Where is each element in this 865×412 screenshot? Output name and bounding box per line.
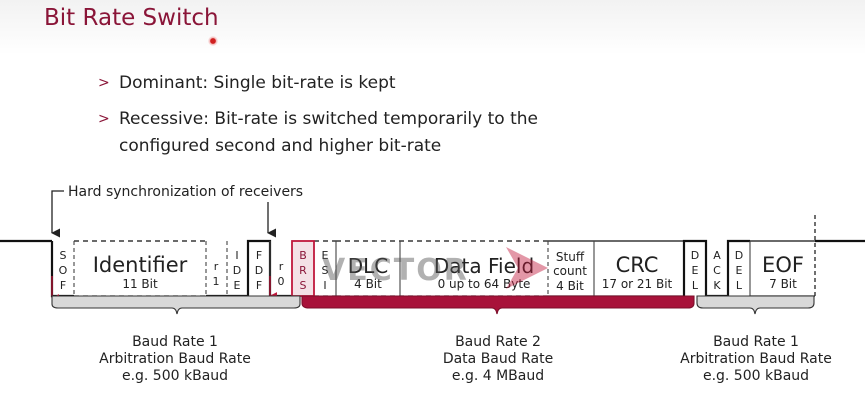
watermark-chevron-icon — [506, 247, 548, 289]
field-letter: S — [322, 264, 329, 277]
stuff-count-bits: 4 Bit — [556, 279, 584, 293]
bullet-recessive: > Recessive: Bit-rate is switched tempor… — [96, 106, 696, 160]
field-r0: r 0 — [278, 260, 285, 288]
field-r1: r 1 — [213, 260, 220, 288]
baud-group-3-line3: e.g. 500 kBaud — [703, 368, 809, 384]
dlc-bits: 4 Bit — [354, 277, 382, 291]
crc-bits: 17 or 21 Bit — [602, 277, 673, 291]
eof-bits: 7 Bit — [769, 277, 797, 291]
bullet-list: > Dominant: Single bit-rate is kept > Re… — [96, 70, 696, 169]
field-separators — [73, 241, 751, 296]
bullet-text: Dominant: Single bit-rate is kept — [119, 73, 396, 93]
dlc-name: DLC — [348, 254, 389, 278]
field-ack: A C K — [713, 249, 721, 292]
field-letter: D — [735, 249, 743, 262]
field-letter: 0 — [278, 275, 285, 288]
field-letter: I — [235, 249, 238, 262]
field-letter: O — [59, 264, 68, 277]
data-field-name: Data Field — [434, 254, 534, 278]
field-labels: S O F Identifier 11 Bit r 1 I D E F D F … — [59, 249, 804, 293]
baud-group-1-line1: Baud Rate 1 — [132, 334, 218, 350]
baud-group-2-line1: Baud Rate 2 — [455, 334, 541, 350]
field-letter: r — [214, 260, 219, 273]
bullet-text-line1: Recessive: Bit-rate is switched temporar… — [119, 109, 538, 129]
field-letter: D — [691, 249, 699, 262]
field-letter: D — [255, 264, 263, 277]
bullet-text-line2: configured second and higher bit-rate — [119, 136, 442, 156]
field-letter: L — [692, 279, 699, 292]
field-letter: E — [736, 264, 743, 277]
bullet-marker-icon: > — [98, 111, 110, 127]
field-letter: A — [713, 249, 721, 262]
field-del2: D E L — [735, 249, 743, 292]
field-letter: E — [322, 249, 329, 262]
data-field-bits: 0 up to 64 Byte — [438, 277, 531, 291]
bullet-marker-icon: > — [98, 75, 110, 91]
identifier-bits: 11 Bit — [122, 277, 158, 291]
brace-arbitration-2 — [696, 295, 815, 315]
watermark-text: VECTOR — [322, 253, 469, 288]
field-letter: S — [60, 249, 67, 262]
field-ide: I D E — [233, 249, 241, 292]
eof-name: EOF — [762, 253, 804, 277]
field-letter: L — [736, 279, 743, 292]
field-letter: B — [299, 249, 307, 262]
baud-group-2-line3: e.g. 4 MBaud — [452, 368, 544, 384]
title-band — [0, 0, 865, 55]
field-letter: E — [692, 264, 699, 277]
baud-group-3-line2: Arbitration Baud Rate — [680, 351, 832, 367]
stuff-count-line1: Stuff — [556, 250, 585, 264]
field-letter: F — [256, 279, 262, 292]
sync-bracket-line — [51, 190, 64, 238]
field-esi: E S I — [322, 249, 329, 292]
field-letter: D — [233, 264, 241, 277]
field-brs: B R S — [299, 249, 307, 292]
brace-arbitration-1 — [51, 295, 301, 315]
field-letter: F — [60, 279, 66, 292]
field-letter: 1 — [213, 275, 220, 288]
laser-pointer-dot — [208, 36, 218, 46]
field-letter: K — [713, 279, 721, 292]
baud-group-1-line2: Arbitration Baud Rate — [99, 351, 251, 367]
identifier-name: Identifier — [93, 253, 188, 277]
field-del1: D E L — [691, 249, 699, 292]
baud-group-1-line3: e.g. 500 kBaud — [122, 368, 228, 384]
baud-group-3-line1: Baud Rate 1 — [713, 334, 799, 350]
page-title: Bit Rate Switch — [44, 5, 219, 31]
field-letter: E — [234, 279, 241, 292]
field-sof: S O F — [59, 249, 68, 292]
field-letter: I — [323, 279, 326, 292]
crc-name: CRC — [616, 253, 659, 277]
brace-data — [301, 295, 695, 315]
field-letter: F — [256, 249, 262, 262]
field-letter: S — [300, 279, 307, 292]
field-letter: r — [279, 260, 284, 273]
sync-label: Hard synchronization of receivers — [68, 184, 303, 200]
field-letter: R — [299, 264, 307, 277]
vector-watermark: VECTOR — [322, 247, 548, 289]
bullet-dominant: > Dominant: Single bit-rate is kept — [96, 70, 696, 97]
field-fdf: F D F — [255, 249, 263, 292]
baud-group-2-line2: Data Baud Rate — [443, 351, 553, 367]
stuff-count-line2: count — [553, 264, 587, 278]
field-letter: C — [713, 264, 721, 277]
baud-captions: Baud Rate 1 Arbitration Baud Rate e.g. 5… — [99, 334, 832, 384]
hard-sync-annotation: Hard synchronization of receivers — [51, 184, 303, 238]
